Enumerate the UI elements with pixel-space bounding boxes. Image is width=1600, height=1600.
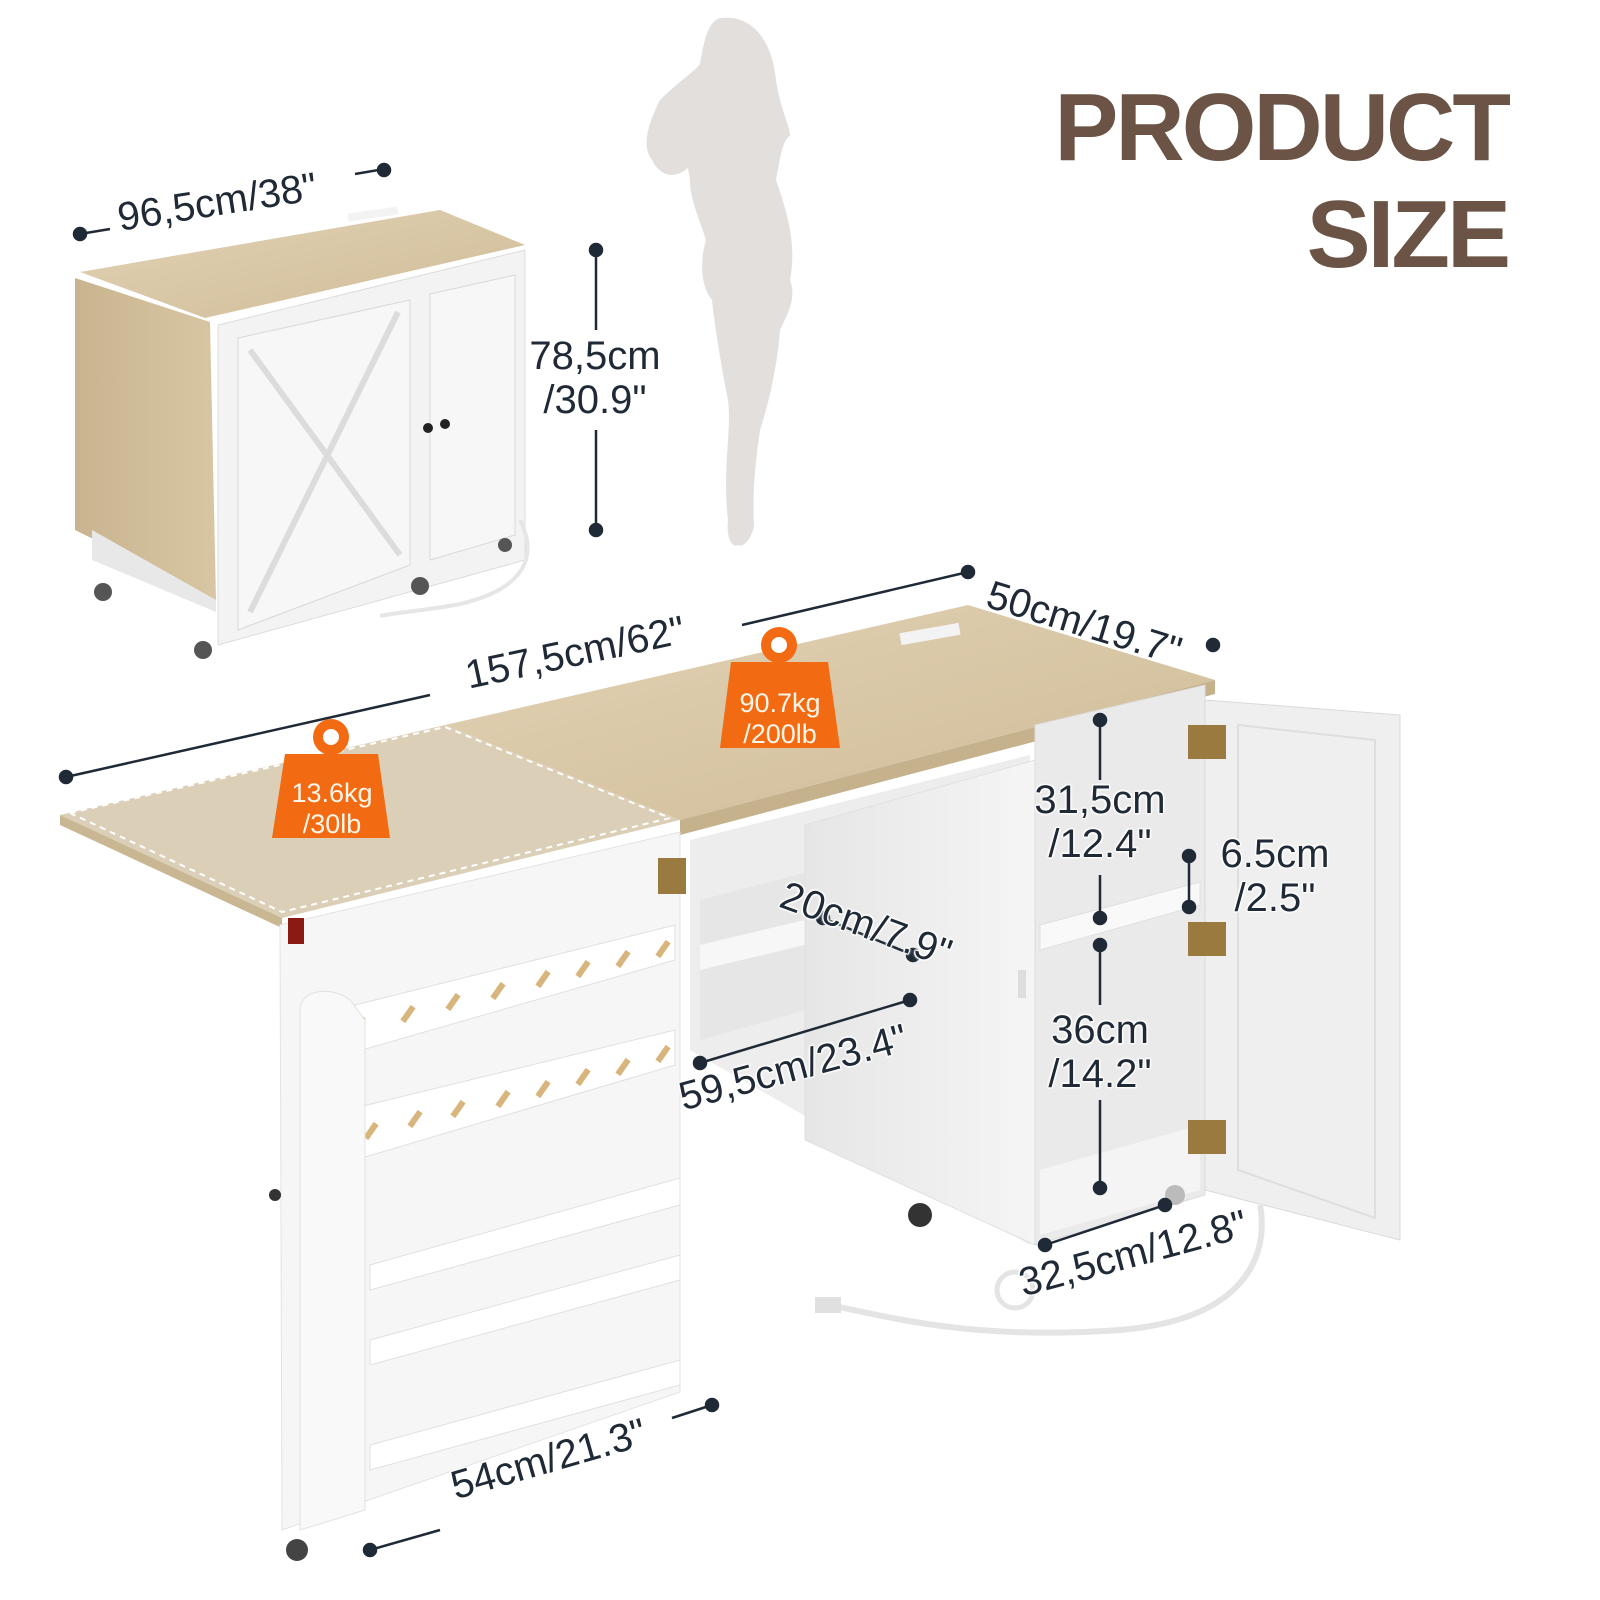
upper-compartment-cm: 31,5cm <box>1034 778 1166 822</box>
shelf-gap-in: /2.5" <box>1234 876 1316 920</box>
hinge-icon <box>1188 725 1226 1154</box>
expanded-table-illustration <box>60 605 1401 1561</box>
lower-compartment-label: 36cm /14.2" <box>1030 1008 1170 1096</box>
shelf-gap-cm: 6.5cm <box>1220 832 1330 876</box>
weight-icon <box>720 627 840 748</box>
title-line-1: PRODUCT <box>1054 74 1511 181</box>
weight-icon <box>272 719 390 838</box>
lower-compartment-cm: 36cm <box>1051 1008 1149 1052</box>
lower-compartment-in: /14.2" <box>1048 1052 1152 1096</box>
woman-silhouette-icon <box>646 17 793 546</box>
folded-height-in: /30.9" <box>543 378 647 422</box>
dimension-lines <box>58 162 1221 1558</box>
leaf-load-kg: 13.6kg <box>291 778 373 808</box>
folded-cabinet-illustration <box>75 206 530 659</box>
folded-height-cm: 78,5cm <box>529 334 661 378</box>
leaf-load-lb: /30lb <box>302 809 362 839</box>
max-load-lb: /200lb <box>743 719 817 749</box>
upper-compartment-in: /12.4" <box>1048 822 1152 866</box>
folded-height-label: 78,5cm /30.9" <box>520 334 670 422</box>
max-load-badge-leaf: 13.6kg /30lb <box>270 722 394 842</box>
shelf-gap-label: 6.5cm /2.5" <box>1210 832 1340 920</box>
max-load-kg: 90.7kg <box>739 688 821 718</box>
upper-compartment-label: 31,5cm /12.4" <box>1025 778 1175 866</box>
title-line-2: SIZE <box>1306 181 1511 288</box>
max-load-badge-main: 90.7kg /200lb <box>718 632 842 752</box>
